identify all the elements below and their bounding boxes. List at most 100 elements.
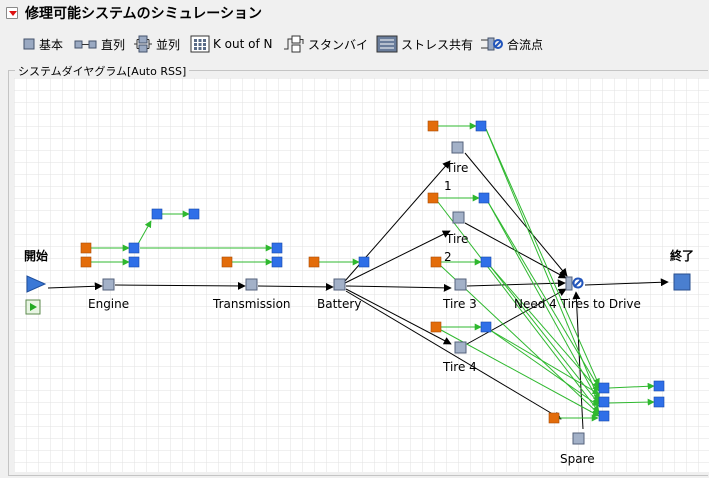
event-node[interactable] <box>475 120 487 132</box>
event-arrow <box>137 220 152 245</box>
toolbar: 基本 直列 並列 K out of N スタンバイ ストレス共有 合流点 <box>0 30 709 58</box>
page-title: 修理可能システムのシミュレーション <box>25 6 263 22</box>
action-node[interactable] <box>430 321 442 333</box>
event-node[interactable] <box>598 396 610 408</box>
tire3-label: Tire 3 <box>442 297 477 311</box>
spare-label: Spare <box>560 452 595 466</box>
flow-arrow <box>345 288 452 345</box>
tool-merge-label: 合流点 <box>507 37 544 52</box>
tool-k-out-of-n-label: K out of N <box>213 37 273 51</box>
tire4-label: Tire 4 <box>442 360 477 374</box>
battery-block[interactable] <box>333 278 346 291</box>
k-out-of-n-icon <box>190 35 210 53</box>
event-node[interactable] <box>128 256 140 268</box>
action-node[interactable] <box>427 120 439 132</box>
tool-k-out-of-n[interactable]: K out of N <box>190 34 273 54</box>
action-node[interactable] <box>80 256 92 268</box>
diagram-panel-title: システムダイヤグラム[Auto RSS] <box>15 63 190 79</box>
flow-arrow <box>464 222 567 279</box>
merge-point-icon <box>481 37 503 51</box>
event-node[interactable] <box>478 192 490 204</box>
flow-arrow <box>345 283 452 292</box>
event-node[interactable] <box>358 256 370 268</box>
event-node[interactable] <box>653 380 665 392</box>
flow-arrow <box>257 282 334 291</box>
tool-stress-sharing-label: ストレス共有 <box>401 37 474 52</box>
flow-arrow <box>584 278 669 287</box>
event-node[interactable] <box>188 208 200 220</box>
event-arrow <box>489 329 600 407</box>
event-arrow <box>489 329 600 395</box>
engine-block[interactable] <box>102 278 115 291</box>
event-arrow <box>440 329 600 417</box>
end-node-icon[interactable] <box>673 273 691 291</box>
event-arrows <box>91 122 655 422</box>
tire4-block[interactable] <box>454 341 467 354</box>
title-bar: 修理可能システムのシミュレーション <box>0 0 709 26</box>
tool-stress-sharing[interactable]: ストレス共有 <box>376 34 473 54</box>
event-node[interactable] <box>151 208 163 220</box>
event-arrow <box>608 382 655 390</box>
event-node[interactable] <box>480 256 492 268</box>
action-node[interactable] <box>548 412 560 424</box>
start-label: 開始 <box>24 248 48 263</box>
tire2-label: Tire <box>445 232 468 246</box>
event-node[interactable] <box>271 242 283 254</box>
engine-label: Engine <box>88 297 129 311</box>
tire2-number-label: 2 <box>444 250 452 264</box>
event-arrow <box>437 201 600 413</box>
tool-series-label: 直列 <box>101 37 126 52</box>
flow-arrow <box>114 281 246 290</box>
event-node[interactable] <box>128 242 140 254</box>
flow-arrow <box>47 282 103 291</box>
action-nodes <box>80 120 560 424</box>
action-node[interactable] <box>430 256 442 268</box>
event-arrow <box>485 128 600 386</box>
action-node[interactable] <box>221 256 233 268</box>
tire1-label: Tire <box>445 161 468 175</box>
tool-basic[interactable]: 基本 <box>22 34 63 54</box>
tool-parallel-label: 並列 <box>156 37 181 52</box>
tool-parallel[interactable]: 並列 <box>133 34 180 54</box>
tool-standby-label: スタンバイ <box>308 37 369 52</box>
transmission-label: Transmission <box>212 297 291 311</box>
component-blocks <box>102 141 585 445</box>
play-icon <box>30 303 37 311</box>
series-blocks-icon <box>74 40 97 49</box>
flow-arrow <box>464 152 568 277</box>
event-arrow <box>440 265 600 415</box>
start-node-icon[interactable] <box>26 275 47 293</box>
battery-label: Battery <box>317 297 361 311</box>
event-arrow <box>487 201 600 403</box>
event-arrow <box>485 128 600 401</box>
flow-arrow <box>466 279 566 288</box>
stress-sharing-icon <box>376 35 398 53</box>
system-diagram-panel <box>8 70 708 476</box>
event-arrow <box>608 398 655 406</box>
k-out-of-n-label: Need 4 Tires to Drive <box>514 297 641 311</box>
tire1-block[interactable] <box>451 141 464 154</box>
standby-icon <box>284 35 304 53</box>
action-node[interactable] <box>427 192 439 204</box>
event-node[interactable] <box>480 321 492 333</box>
event-node[interactable] <box>653 396 665 408</box>
tool-standby[interactable]: スタンバイ <box>283 34 368 54</box>
transmission-block[interactable] <box>245 278 258 291</box>
event-node[interactable] <box>598 382 610 394</box>
tool-series[interactable]: 直列 <box>74 34 125 54</box>
spare-block[interactable] <box>572 432 585 445</box>
event-node[interactable] <box>271 256 283 268</box>
collapse-disclosure-icon[interactable] <box>6 7 18 19</box>
action-node[interactable] <box>80 242 92 254</box>
tool-merge[interactable]: 合流点 <box>480 34 543 54</box>
tire1-number-label: 1 <box>444 179 452 193</box>
action-node[interactable] <box>308 256 320 268</box>
tire3-block[interactable] <box>454 278 467 291</box>
tool-basic-label: 基本 <box>39 37 64 52</box>
event-node[interactable] <box>598 410 610 422</box>
k-out-of-n-node[interactable] <box>565 276 584 291</box>
diagram-canvas[interactable]: 開始 終了 Engine Transmission Battery Tire 1… <box>14 78 709 472</box>
basic-block-icon <box>23 38 35 50</box>
event-arrow <box>487 201 600 389</box>
tire2-block[interactable] <box>452 211 465 224</box>
